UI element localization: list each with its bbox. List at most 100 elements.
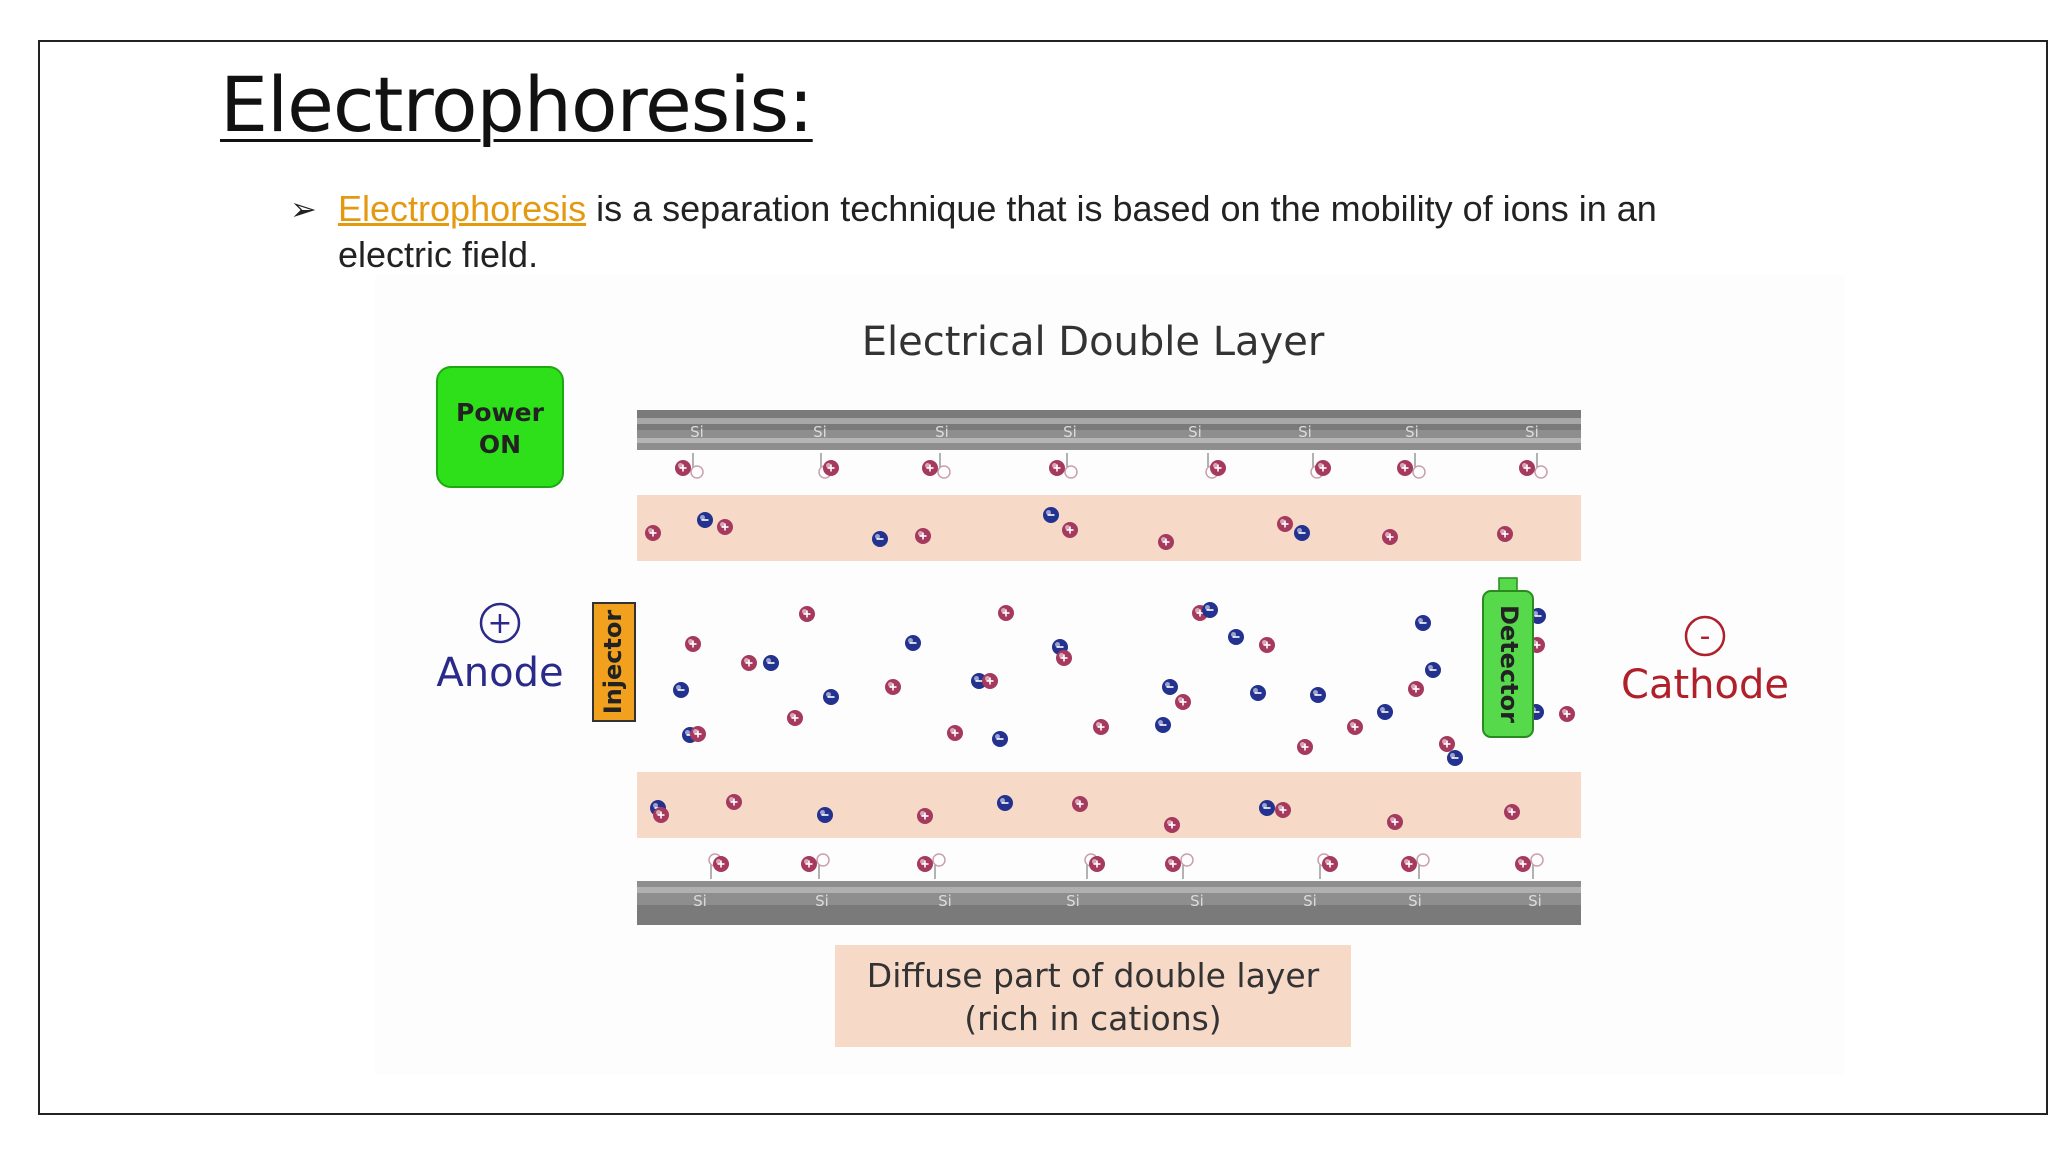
anion-icon <box>1415 615 1431 631</box>
cathode: - Cathode <box>1621 615 1789 708</box>
si-label-bottom: Si <box>1066 892 1080 910</box>
cation-icon <box>1382 529 1398 545</box>
injector[interactable]: Injector <box>592 602 636 722</box>
cation-icon <box>1297 739 1313 755</box>
cation-icon <box>690 726 706 742</box>
cation-icon <box>1175 694 1191 710</box>
anion-icon <box>971 673 987 689</box>
si-label-top: Si <box>1405 423 1419 441</box>
cation-icon <box>713 856 729 872</box>
cation-icon <box>1515 856 1531 872</box>
si-label-bottom: Si <box>1528 892 1542 910</box>
si-label-top: Si <box>1188 423 1202 441</box>
injector-label: Injector <box>599 610 627 715</box>
cation-icon <box>1164 817 1180 833</box>
cation-icon <box>1401 856 1417 872</box>
anion-icon <box>1250 685 1266 701</box>
anion-icon <box>1043 507 1059 523</box>
lower-capillary-wall <box>637 881 1581 925</box>
cation-icon <box>1093 719 1109 735</box>
slide-title: Electrophoresis: <box>220 60 814 149</box>
silanol-group-icon <box>690 453 704 479</box>
caption-line1: Diffuse part of double layer <box>867 956 1320 995</box>
anion-icon <box>872 531 888 547</box>
cation-icon <box>1259 637 1275 653</box>
anion-icon <box>905 635 921 651</box>
detector[interactable]: Detector <box>1482 577 1534 738</box>
cathode-label: Cathode <box>1621 662 1789 708</box>
bullet-text-rest: is a separation technique that is based … <box>586 188 1657 229</box>
anion-icon <box>1377 704 1393 720</box>
silanol-group-icon <box>1530 853 1544 879</box>
cation-icon <box>1049 460 1065 476</box>
anion-icon <box>1425 662 1441 678</box>
si-label-top: Si <box>813 423 827 441</box>
anion-icon <box>1294 525 1310 541</box>
anion-icon <box>997 795 1013 811</box>
cathode-symbol: - <box>1700 619 1711 654</box>
cation-icon <box>1158 534 1174 550</box>
anion-icon <box>673 682 689 698</box>
cation-icon <box>1387 814 1403 830</box>
silanol-group-icon <box>937 453 951 479</box>
diagram-title: Electrical Double Layer <box>862 319 1325 365</box>
cation-icon <box>885 679 901 695</box>
electrophoresis-link[interactable]: Electrophoresis <box>338 188 587 229</box>
si-label-bottom: Si <box>693 892 707 910</box>
cation-icon <box>799 606 815 622</box>
si-label-top: Si <box>1525 423 1539 441</box>
cation-icon <box>1397 460 1413 476</box>
cation-icon <box>922 460 938 476</box>
upper-diffuse-band <box>637 495 1581 561</box>
anion-icon <box>763 655 779 671</box>
caption-box: Diffuse part of double layer (rich in ca… <box>835 945 1351 1047</box>
silanol-group-icon <box>1416 853 1430 879</box>
anode-label: Anode <box>436 650 563 696</box>
cation-icon <box>653 807 669 823</box>
cation-icon <box>726 794 742 810</box>
cation-icon <box>1408 681 1424 697</box>
si-label-bottom: Si <box>1190 892 1204 910</box>
cation-icon <box>823 460 839 476</box>
silanol-group-icon <box>816 853 830 879</box>
si-label-bottom: Si <box>938 892 952 910</box>
caption-line2: (rich in cations) <box>964 999 1221 1038</box>
cation-icon <box>1559 706 1575 722</box>
anion-icon <box>1447 750 1463 766</box>
cation-icon <box>917 808 933 824</box>
anion-icon <box>1259 800 1275 816</box>
arrow-bullet-icon: ➢ <box>290 191 317 227</box>
power-label-line1: Power <box>456 398 545 427</box>
bullet-text: Electrophoresis is a separation techniqu… <box>338 186 1788 232</box>
cation-icon <box>917 856 933 872</box>
cation-icon <box>717 519 733 535</box>
silanol-group-icon <box>1412 453 1426 479</box>
cathode-minus-icon <box>1684 615 1726 657</box>
anion-icon <box>817 807 833 823</box>
cation-icon <box>1089 856 1105 872</box>
cation-icon <box>685 636 701 652</box>
silanol-group-icon <box>1534 453 1548 479</box>
power-on-button[interactable]: Power ON <box>436 366 564 488</box>
silanol-group-icon <box>932 853 946 879</box>
cation-icon <box>1315 460 1331 476</box>
cation-icon <box>947 725 963 741</box>
cation-icon <box>801 856 817 872</box>
cation-icon <box>1497 526 1513 542</box>
detector-label: Detector <box>1495 605 1523 723</box>
anode-symbol: + <box>487 606 512 641</box>
cation-icon <box>915 528 931 544</box>
cation-icon <box>1347 719 1363 735</box>
cation-icon <box>1056 650 1072 666</box>
si-label-top: Si <box>1063 423 1077 441</box>
si-label-bottom: Si <box>815 892 829 910</box>
cation-icon <box>741 655 757 671</box>
cation-icon <box>1275 802 1291 818</box>
anion-icon <box>1202 602 1218 618</box>
cation-icon <box>1210 460 1226 476</box>
cation-icon <box>998 605 1014 621</box>
anion-icon <box>1310 687 1326 703</box>
si-label-top: Si <box>1298 423 1312 441</box>
